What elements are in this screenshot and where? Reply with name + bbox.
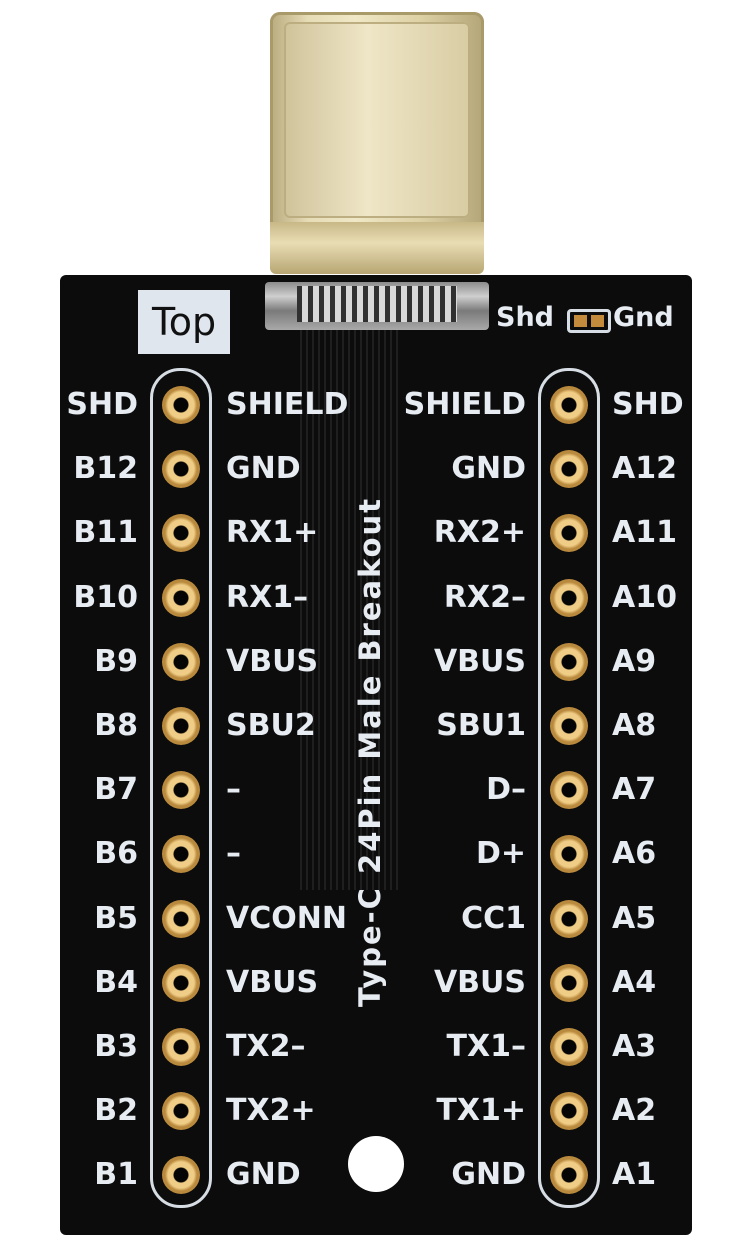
pin-number-label: B2 (94, 1093, 138, 1129)
through-hole-pad (162, 899, 200, 938)
through-hole-pad (162, 386, 200, 424)
through-hole-pad (162, 771, 200, 810)
through-hole-pad (162, 1028, 200, 1066)
pcb-traces (300, 330, 400, 890)
jumper-label-shd: Shd (496, 302, 554, 333)
pin-number-label: SHD (66, 387, 138, 422)
signal-name-label: VBUS (226, 643, 319, 679)
through-hole-pad (550, 642, 588, 681)
jumper-pad-right (591, 315, 604, 327)
mounting-hole (348, 1136, 404, 1192)
pin-number-label: A12 (612, 451, 677, 487)
pin-number-label: B1 (94, 1157, 138, 1193)
through-hole-pad (550, 1156, 588, 1195)
through-hole-pad (162, 835, 200, 874)
through-hole-pad (550, 899, 588, 938)
pin-number-label: A4 (612, 964, 657, 1000)
solder-jumper (567, 309, 611, 333)
signal-name-label: GND (451, 451, 526, 487)
signal-name-label: SBU2 (226, 708, 316, 743)
solder-pins-strip (265, 282, 489, 330)
pin-number-label: A2 (612, 1093, 657, 1129)
signal-name-label: TX2– (226, 1029, 306, 1064)
pin-number-label: B12 (73, 451, 138, 487)
signal-name-label: D+ (475, 836, 526, 872)
signal-name-label: – (226, 836, 241, 872)
through-hole-pad (550, 514, 588, 553)
jumper-pad-left (574, 315, 587, 327)
pin-number-label: B4 (94, 964, 138, 1000)
signal-name-label: SHIELD (226, 387, 349, 422)
pin-number-label: A8 (612, 708, 657, 743)
solder-pins (297, 286, 457, 322)
signal-name-label: RX2+ (433, 515, 526, 551)
right-header-outline (538, 368, 600, 1208)
signal-name-label: GND (226, 1157, 301, 1193)
pin-number-label: B7 (94, 772, 138, 808)
signal-name-label: CC1 (461, 900, 526, 936)
pin-number-label: A1 (612, 1157, 657, 1193)
through-hole-pad (162, 707, 200, 745)
board-title: Type-C 24Pin Male Breakout (353, 496, 387, 1008)
jumper-label-gnd: Gnd (613, 302, 674, 333)
signal-name-label: D– (486, 772, 526, 808)
signal-name-label: – (226, 772, 241, 808)
pin-number-label: A6 (612, 836, 657, 872)
through-hole-pad (162, 450, 200, 489)
signal-name-label: VBUS (433, 964, 526, 1000)
through-hole-pad (550, 386, 588, 424)
through-hole-pad (162, 963, 200, 1002)
pin-number-label: B6 (94, 836, 138, 872)
pin-number-label: B8 (94, 708, 138, 743)
through-hole-pad (550, 450, 588, 489)
through-hole-pad (162, 1156, 200, 1195)
through-hole-pad (550, 963, 588, 1002)
pin-number-label: A11 (612, 515, 677, 551)
pin-number-label: B10 (73, 579, 138, 615)
signal-name-label: VCONN (226, 900, 347, 936)
through-hole-pad (550, 1092, 588, 1131)
pin-number-label: B3 (94, 1029, 138, 1064)
signal-name-label: VBUS (226, 964, 319, 1000)
breakout-board (60, 275, 692, 1235)
through-hole-pad (162, 514, 200, 553)
through-hole-pad (162, 578, 200, 617)
signal-name-label: VBUS (433, 643, 526, 679)
pin-number-label: B5 (94, 900, 138, 936)
pin-number-label: A7 (612, 772, 657, 808)
signal-name-label: SHIELD (403, 387, 526, 422)
connector-face (284, 22, 470, 218)
pin-number-label: B9 (94, 643, 138, 679)
signal-name-label: TX2+ (226, 1093, 316, 1129)
through-hole-pad (550, 707, 588, 745)
pin-number-label: A3 (612, 1029, 657, 1064)
signal-name-label: SBU1 (436, 708, 526, 743)
signal-name-label: RX1– (226, 579, 309, 615)
through-hole-pad (550, 835, 588, 874)
through-hole-pad (550, 578, 588, 617)
signal-name-label: RX1+ (226, 515, 319, 551)
pin-number-label: SHD (612, 387, 684, 422)
pin-number-label: A10 (612, 579, 677, 615)
connector-collar (270, 222, 484, 274)
pin-number-label: A5 (612, 900, 657, 936)
through-hole-pad (162, 642, 200, 681)
signal-name-label: TX1– (446, 1029, 526, 1064)
through-hole-pad (550, 771, 588, 810)
top-label: Top (138, 290, 230, 354)
signal-name-label: GND (451, 1157, 526, 1193)
pin-number-label: A9 (612, 643, 657, 679)
through-hole-pad (550, 1028, 588, 1066)
pin-number-label: B11 (73, 515, 138, 551)
signal-name-label: GND (226, 451, 301, 487)
usb-c-male-connector (270, 12, 484, 274)
signal-name-label: RX2– (443, 579, 526, 615)
left-header-outline (150, 368, 212, 1208)
through-hole-pad (162, 1092, 200, 1131)
signal-name-label: TX1+ (436, 1093, 526, 1129)
